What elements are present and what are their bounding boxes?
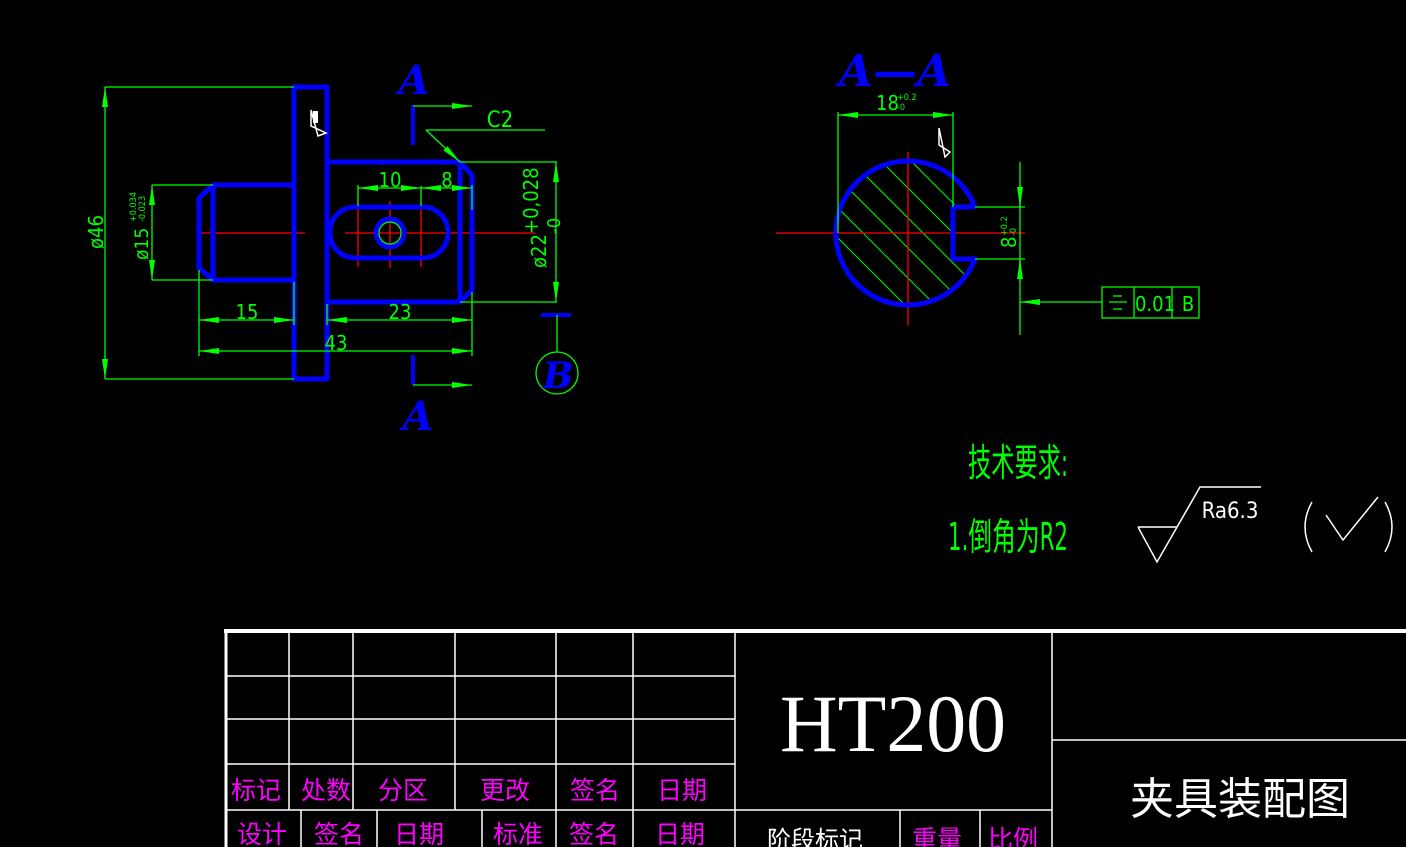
datum-label: B [542, 355, 573, 397]
dim-8-tol-lower: -0 [1009, 228, 1019, 236]
tb-label-design: 设计 [237, 820, 287, 847]
section-label-top: A [394, 57, 429, 104]
section-title: A—A [835, 46, 951, 97]
shaft-section-outline [833, 158, 978, 308]
dim-8-tol-upper: +0.2 [1000, 216, 1010, 236]
dim-18-tol-upper: +0.2 [897, 93, 917, 103]
dim-d46: ø46 [84, 215, 108, 249]
symmetry-icon [1109, 295, 1127, 310]
tolerance-value: 0.01 [1135, 292, 1175, 316]
tb-label-signature-2: 签名 [314, 820, 364, 847]
tb-label-scale: 比例 [988, 825, 1038, 847]
title-block: 标记 处数 分区 更改 签名 日期 设计 签名 日期 标准 签名 日期 阶段标记… [224, 629, 1406, 847]
dim-d22-tol-lower: -0 [544, 218, 565, 234]
surface-finish-icon [938, 127, 952, 159]
dim-15: 15 [236, 300, 259, 324]
chamfer-label: C2 [487, 108, 513, 133]
tb-label-signature: 签名 [570, 776, 620, 805]
dim-d15: ø15 [131, 228, 153, 260]
dimensions: ø46 ø15 +0.034 -0.023 15 23 43 10 8 ø22 … [84, 86, 565, 380]
dim-8-section: 8 [997, 237, 1021, 248]
tb-label-date-2: 日期 [394, 820, 444, 847]
tolerance-datum: B [1182, 292, 1194, 316]
material-label: HT200 [780, 678, 1006, 769]
tolerance-frame: 0.01 B [1020, 286, 1200, 319]
tb-label-signature-3: 签名 [569, 820, 619, 847]
roughness-symbol-icon [1137, 486, 1261, 564]
part-outline [196, 84, 475, 382]
tb-label-zone: 分区 [378, 776, 428, 805]
dim-18-tol-lower: -0 [897, 103, 905, 113]
other-roughness-check-icon [1304, 496, 1393, 553]
tb-label-count: 处数 [301, 776, 351, 805]
dim-10: 10 [379, 168, 402, 192]
dim-d15-tol-upper: +0.034 [129, 192, 139, 222]
section-label-bottom: A [398, 393, 433, 440]
surface-finish-icon [310, 109, 328, 137]
hatching [838, 163, 978, 303]
drawing-name: 夹具装配图 [1130, 774, 1350, 825]
dim-d15-tol-lower: -0.023 [138, 196, 148, 222]
dim-43: 43 [325, 331, 348, 355]
tb-label-weight: 重量 [912, 825, 962, 847]
section-cut-marks: A A [394, 57, 472, 440]
dim-8: 8 [441, 168, 452, 192]
tb-label-standard: 标准 [493, 820, 543, 847]
dim-23: 23 [389, 300, 412, 324]
dim-18: 18 [876, 91, 899, 115]
datum-b: B [535, 313, 579, 397]
tb-label-stage-mark: 阶段标记 [767, 826, 863, 847]
tb-label-change: 更改 [480, 776, 530, 805]
tb-label-mark: 标记 [231, 776, 281, 805]
tech-req-item-1: 1.倒角为R2 [948, 515, 1068, 559]
roughness-value: Ra6.3 [1202, 499, 1259, 524]
tb-label-date-3: 日期 [655, 820, 705, 847]
dim-d22-tol: +0,028 [519, 167, 543, 234]
tech-req-title: 技术要求: [968, 441, 1068, 485]
section-view: A—A 18 +0.2 -0 8 +0.2 -0 [776, 46, 1200, 335]
tb-label-date: 日期 [657, 776, 707, 805]
dim-d22: ø22 [527, 234, 551, 268]
front-view: A A ø46 ø15 +0.034 -0.023 15 23 43 10 8 [84, 57, 579, 440]
tech-requirements: 技术要求: 1.倒角为R2 Ra6.3 [948, 441, 1393, 564]
